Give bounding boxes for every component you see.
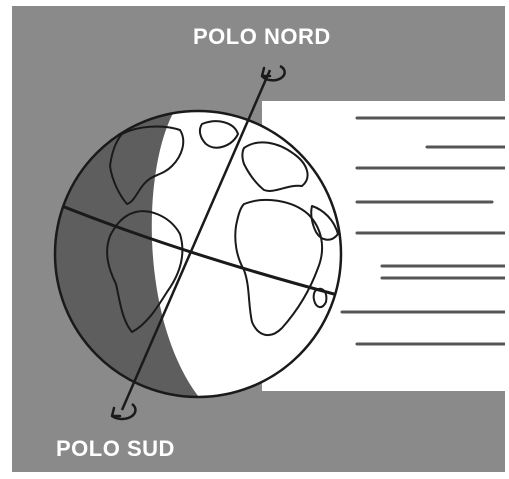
rotation-arrow-icon [262, 66, 285, 80]
earth-illumination-diagram [12, 6, 505, 472]
north-pole-label: POLO NORD [193, 24, 331, 50]
south-pole-label: POLO SUD [56, 436, 175, 462]
diagram-panel: POLO NORD POLO SUD [12, 6, 505, 472]
